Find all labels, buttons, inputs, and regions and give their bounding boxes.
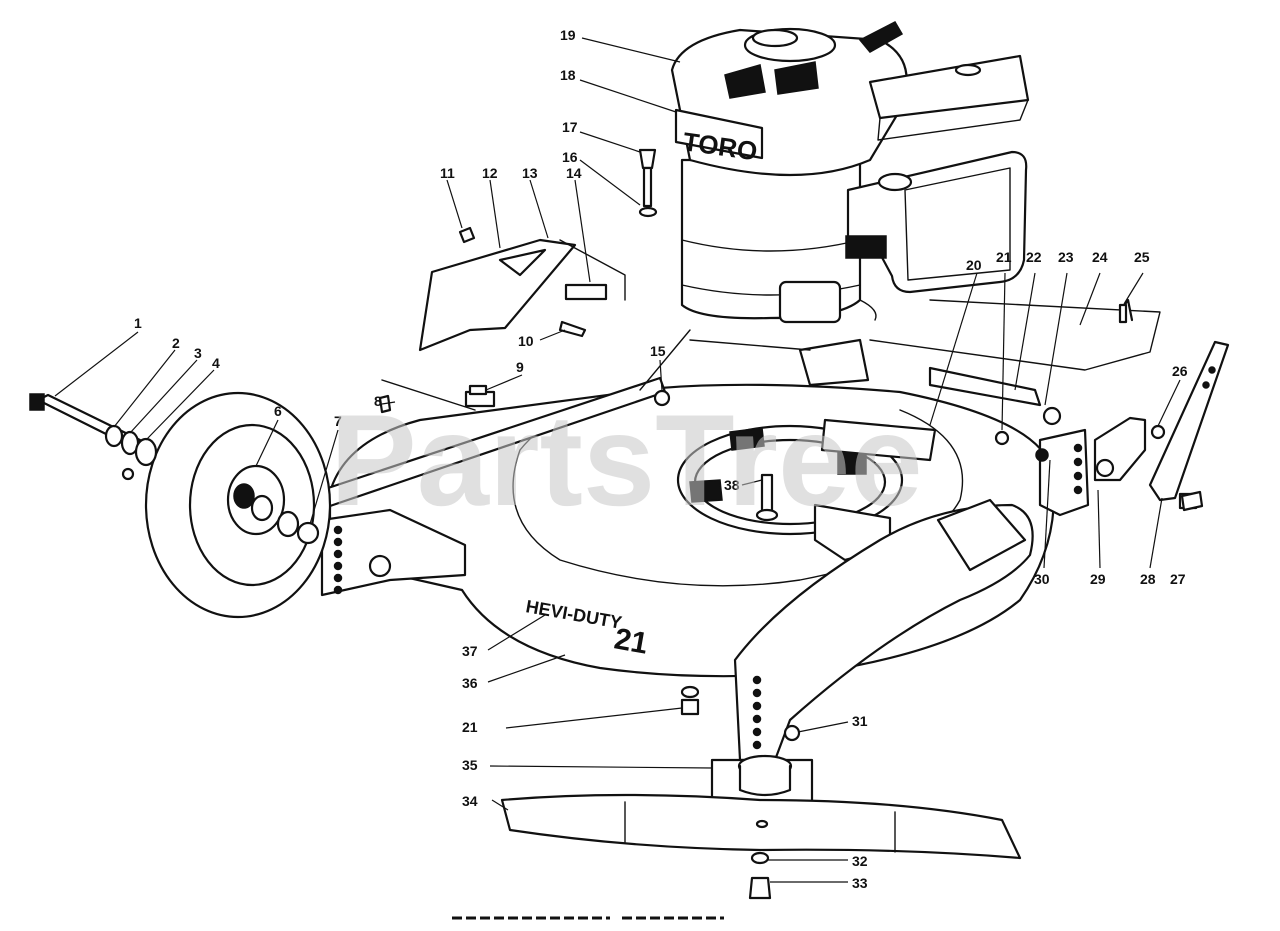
mower-deck: HEVI-DUTY 21 bbox=[320, 376, 1090, 762]
blade-assembly bbox=[500, 754, 1022, 900]
handle-bracket-right bbox=[639, 298, 1230, 510]
callout-23: 23 bbox=[1058, 249, 1074, 265]
callout-21b: 21 bbox=[462, 719, 478, 735]
callout-15: 15 bbox=[650, 343, 666, 359]
callout-29: 29 bbox=[1090, 571, 1106, 587]
callout-10: 10 bbox=[518, 333, 534, 349]
callout-31: 31 bbox=[852, 713, 868, 729]
callout-labels: 1 2 3 4 6 7 8 9 10 11 12 13 14 15 16 17 … bbox=[134, 27, 1188, 891]
callout-22: 22 bbox=[1026, 249, 1042, 265]
deflector-assembly bbox=[381, 238, 626, 411]
callout-35: 35 bbox=[462, 757, 478, 773]
callout-33: 33 bbox=[852, 875, 868, 891]
callout-7: 7 bbox=[334, 413, 342, 429]
callout-34: 34 bbox=[462, 793, 478, 809]
callout-13: 13 bbox=[522, 165, 538, 181]
callout-2: 2 bbox=[172, 335, 180, 351]
callout-17: 17 bbox=[562, 119, 578, 135]
callout-6: 6 bbox=[274, 403, 282, 419]
callout-24: 24 bbox=[1092, 249, 1108, 265]
height-adjust-holes-left bbox=[333, 525, 343, 595]
fasteners bbox=[378, 148, 1204, 742]
wheel-assembly bbox=[29, 391, 332, 619]
callout-32: 32 bbox=[852, 853, 868, 869]
callout-12: 12 bbox=[482, 165, 498, 181]
callout-26: 26 bbox=[1172, 363, 1188, 379]
callout-20: 20 bbox=[966, 257, 982, 273]
callout-28: 28 bbox=[1140, 571, 1156, 587]
callout-3: 3 bbox=[194, 345, 202, 361]
callout-19: 19 bbox=[560, 27, 576, 43]
height-adjust-holes-right bbox=[1073, 443, 1083, 495]
callout-11: 11 bbox=[440, 165, 455, 181]
callout-16: 16 bbox=[562, 149, 578, 165]
callout-14: 14 bbox=[566, 165, 582, 181]
callout-8: 8 bbox=[374, 393, 382, 409]
callout-36: 36 bbox=[462, 675, 478, 691]
callout-1: 1 bbox=[134, 315, 142, 331]
engine: TORO bbox=[670, 21, 1030, 324]
watermark: PartsTree bbox=[330, 387, 923, 533]
callout-4: 4 bbox=[212, 355, 220, 371]
callout-9: 9 bbox=[516, 359, 524, 375]
leader-lines bbox=[54, 37, 1181, 883]
callout-18: 18 bbox=[560, 67, 576, 83]
callout-21a: 21 bbox=[996, 249, 1012, 265]
callout-27: 27 bbox=[1170, 571, 1186, 587]
height-adjust-holes-front bbox=[752, 675, 762, 750]
callout-38: 38 bbox=[724, 477, 740, 493]
callout-30: 30 bbox=[1034, 571, 1050, 587]
deck-badge-size: 21 bbox=[612, 622, 651, 660]
callout-37: 37 bbox=[462, 643, 478, 659]
callout-25: 25 bbox=[1134, 249, 1150, 265]
